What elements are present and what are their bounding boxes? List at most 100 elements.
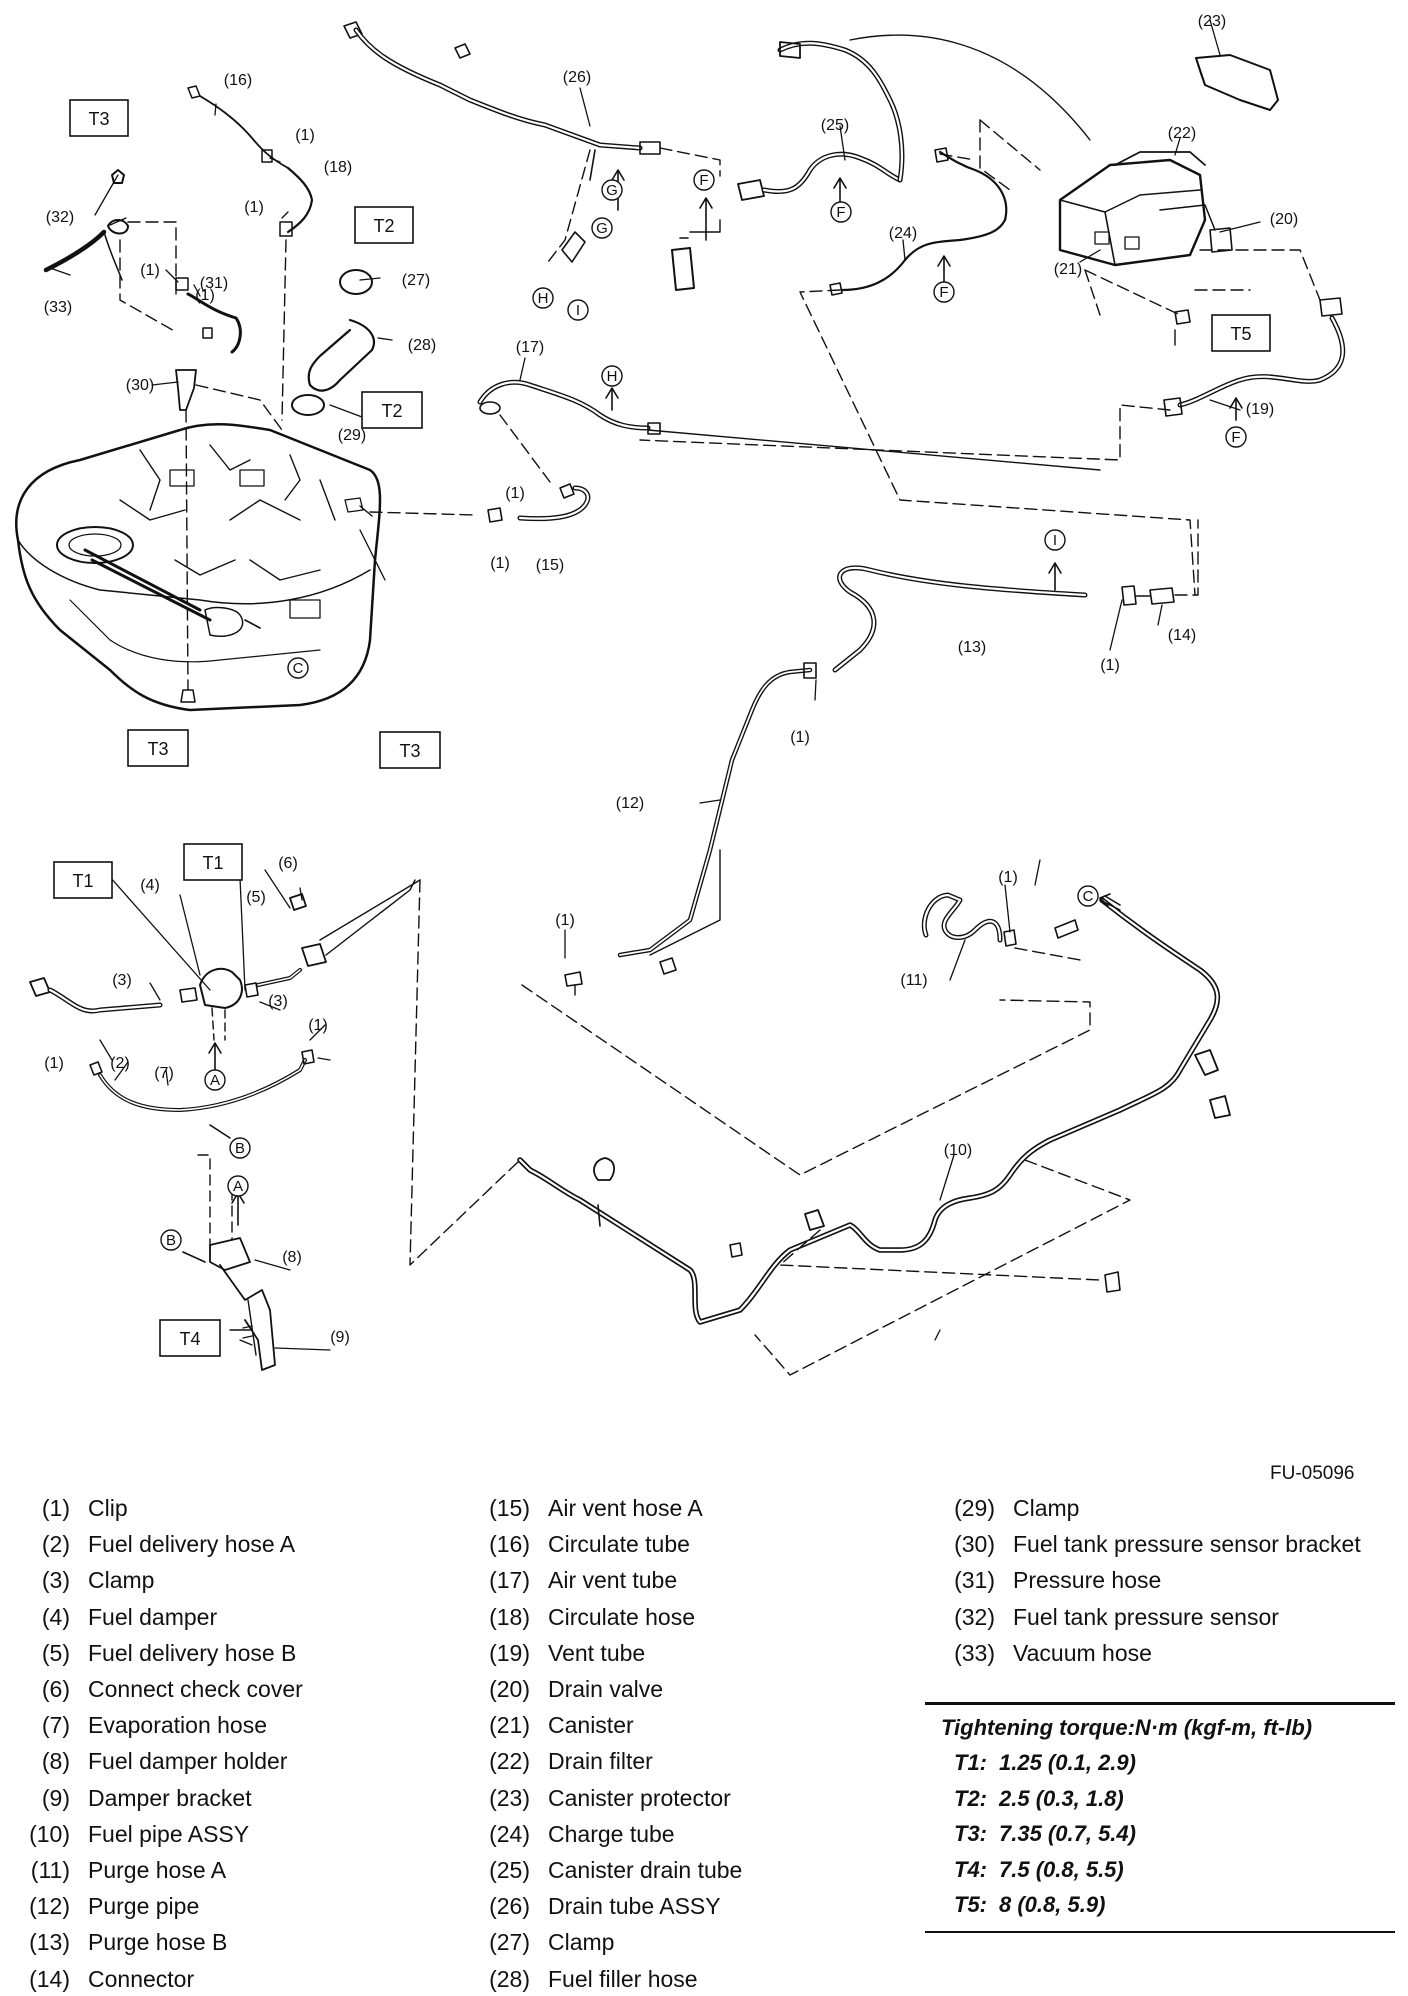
fuel-tank bbox=[15, 422, 382, 712]
legend-item: (31)Pressure hose bbox=[954, 1567, 1162, 1594]
connector-i-2: I bbox=[1044, 529, 1066, 551]
legend-item: (5)Fuel delivery hose B bbox=[41, 1639, 297, 1666]
legend-item: (15)Air vent hose A bbox=[489, 1495, 703, 1521]
t5-box: T5 bbox=[1211, 314, 1271, 352]
connector-c-1: C bbox=[287, 657, 309, 679]
callout-33: (33) bbox=[44, 299, 72, 316]
callout-27: (27) bbox=[402, 272, 430, 289]
connector-g-1: G bbox=[601, 179, 623, 201]
parts-legend-col-1: (1)Clip (2)Fuel delivery hose A (3)Clamp… bbox=[0, 1490, 303, 1996]
legend-item: (11)Purge hose A bbox=[30, 1857, 227, 1884]
fuel-damper-group bbox=[29, 879, 416, 1371]
svg-text:F: F bbox=[836, 204, 845, 221]
callout-8: (8) bbox=[282, 1249, 302, 1266]
legend-item: (25)Canister drain tube bbox=[489, 1857, 743, 1884]
t4-box: T4 bbox=[159, 1319, 221, 1357]
svg-text:C: C bbox=[1083, 888, 1094, 905]
svg-text:T4: T4 bbox=[179, 1329, 200, 1349]
purge-valve bbox=[671, 219, 721, 291]
svg-text:F: F bbox=[699, 172, 708, 189]
connector-a-1: A bbox=[204, 1069, 226, 1091]
legend-item: (21)Canister bbox=[489, 1712, 634, 1739]
callout-20: (20) bbox=[1270, 211, 1298, 228]
figure-code: FU-05096 bbox=[1270, 1463, 1355, 1484]
callout-3: (3) bbox=[268, 993, 288, 1010]
torque-row: T3:7.35 (0.7, 5.4) bbox=[954, 1821, 1136, 1846]
svg-text:F: F bbox=[1231, 429, 1240, 446]
t2-box-mid: T2 bbox=[361, 391, 423, 429]
callout-13: (13) bbox=[958, 639, 986, 656]
callout-10: (10) bbox=[944, 1142, 972, 1159]
svg-text:F: F bbox=[939, 284, 948, 301]
svg-text:C: C bbox=[293, 660, 304, 677]
legend-item: (32)Fuel tank pressure sensor bbox=[954, 1603, 1279, 1630]
air-vent-tube bbox=[359, 379, 1101, 523]
torque-row: T5:8 (0.8, 5.9) bbox=[954, 1892, 1106, 1917]
filler-hose bbox=[291, 269, 376, 416]
callout-2: (2) bbox=[110, 1055, 130, 1072]
callout-15: (15) bbox=[536, 557, 564, 574]
connector-g-2: G bbox=[591, 217, 613, 239]
callout-1: (1) bbox=[308, 1017, 328, 1034]
connector-h-1: H bbox=[532, 287, 554, 309]
callout-5: (5) bbox=[246, 889, 266, 906]
legend-item: (18)Circulate hose bbox=[489, 1603, 696, 1630]
svg-text:G: G bbox=[596, 220, 608, 237]
svg-text:A: A bbox=[233, 1178, 243, 1195]
callout-4: (4) bbox=[140, 877, 160, 894]
legend-item: (2)Fuel delivery hose A bbox=[41, 1531, 296, 1558]
connector-f-1: F bbox=[693, 169, 715, 191]
t2-box-top: T2 bbox=[354, 206, 414, 244]
drain-tube-assy bbox=[343, 21, 721, 263]
legend-item: (26)Drain tube ASSY bbox=[489, 1893, 721, 1920]
callout-16: (16) bbox=[224, 72, 252, 89]
legend-item: (13)Purge hose B bbox=[29, 1929, 228, 1956]
svg-text:T2: T2 bbox=[373, 216, 394, 236]
legend-item: (29)Clamp bbox=[954, 1495, 1080, 1521]
callout-leaders bbox=[49, 19, 1261, 1351]
legend-item: (27)Clamp bbox=[489, 1929, 615, 1956]
connector-a-2: A bbox=[227, 1175, 249, 1197]
svg-text:G: G bbox=[606, 182, 618, 199]
callout-21: (21) bbox=[1054, 261, 1082, 278]
callout-1: (1) bbox=[140, 262, 160, 279]
t1-box-right: T1 bbox=[183, 843, 243, 881]
legend-item: (28)Fuel filler hose bbox=[489, 1965, 698, 1992]
legend-item: (8)Fuel damper holder bbox=[41, 1748, 288, 1775]
legend-item: (23)Canister protector bbox=[489, 1784, 731, 1811]
parts-legend-col-3: (29)Clamp (30)Fuel tank pressure sensor … bbox=[925, 1490, 1361, 1671]
canister-drain-tube bbox=[737, 34, 1091, 201]
callout-14: (14) bbox=[1168, 627, 1196, 644]
callout-9: (9) bbox=[330, 1329, 350, 1346]
legend-item: (14)Connector bbox=[29, 1965, 195, 1992]
svg-text:T3: T3 bbox=[88, 109, 109, 129]
callout-19: (19) bbox=[1246, 401, 1274, 418]
svg-text:T1: T1 bbox=[202, 853, 223, 873]
circulate-tube bbox=[187, 85, 314, 421]
callout-23: (23) bbox=[1198, 13, 1226, 30]
t3-box-left: T3 bbox=[127, 729, 189, 767]
legend-item: (7)Evaporation hose bbox=[41, 1712, 268, 1739]
callout-1: (1) bbox=[195, 287, 215, 304]
legend-item: (3)Clamp bbox=[41, 1567, 155, 1594]
legend-item: (12)Purge pipe bbox=[29, 1893, 200, 1920]
t3-box-right: T3 bbox=[379, 731, 441, 769]
legend-item: (9)Damper bracket bbox=[41, 1784, 252, 1811]
connector-i-1: I bbox=[567, 299, 589, 321]
svg-text:A: A bbox=[210, 1072, 220, 1089]
callout-7: (7) bbox=[154, 1065, 174, 1082]
torque-row: T2:2.5 (0.3, 1.8) bbox=[954, 1785, 1124, 1811]
svg-text:B: B bbox=[235, 1140, 245, 1157]
legend-item: (1)Clip bbox=[41, 1495, 128, 1521]
connector-circles: G F F F F G H I H I C C A B A B bbox=[160, 169, 1247, 1251]
callout-1: (1) bbox=[505, 485, 525, 502]
callout-12: (12) bbox=[616, 795, 644, 812]
legend-item: (19)Vent tube bbox=[489, 1639, 646, 1666]
svg-text:T3: T3 bbox=[399, 741, 420, 761]
svg-text:I: I bbox=[1053, 532, 1057, 549]
svg-text:T1: T1 bbox=[72, 871, 93, 891]
callout-6: (6) bbox=[278, 855, 298, 872]
connector-f-3: F bbox=[933, 281, 955, 303]
legend-item: (4)Fuel damper bbox=[41, 1603, 218, 1630]
callout-1: (1) bbox=[790, 729, 810, 746]
